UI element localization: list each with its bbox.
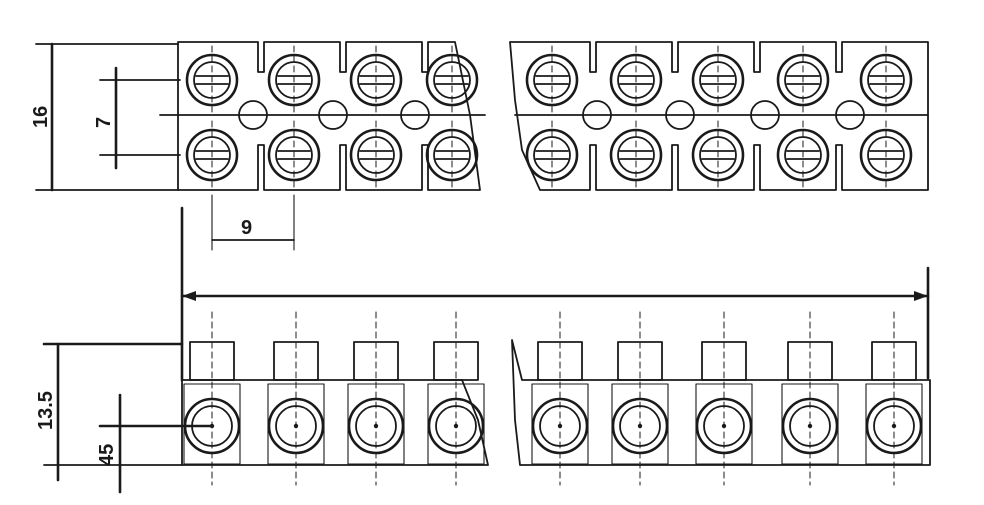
dim-13-5-label: 13.5 — [35, 391, 57, 430]
dim-7-label: 7 — [93, 117, 115, 128]
bridge-hole-icon — [665, 100, 695, 130]
dim-9-label: 9 — [241, 217, 252, 239]
dimension-lines: 16 7 9 13.5 45 — [30, 42, 930, 494]
screw-outer-ring — [609, 53, 663, 107]
dim-overall-arrow-left — [182, 291, 196, 301]
screw-outer-ring — [267, 53, 321, 107]
bridge-hole-icon — [750, 100, 780, 130]
screw-outer-ring — [425, 53, 479, 107]
bridge-hole-icon — [582, 100, 612, 130]
screw-outer-ring — [185, 128, 239, 182]
side-view-terminals — [183, 311, 923, 486]
bridge-hole-icon — [318, 100, 348, 130]
top-view-left-outline — [177, 41, 481, 191]
bridge-hole-icon — [400, 100, 430, 130]
dim-16-label: 16 — [30, 106, 52, 128]
screw-outer-ring — [776, 53, 830, 107]
screw-outer-ring — [185, 53, 239, 107]
side-view-right-outline — [511, 339, 931, 466]
top-view-right-outline — [509, 41, 929, 191]
screw-outer-ring — [525, 53, 579, 107]
side-view — [181, 311, 931, 486]
screw-outer-ring — [691, 128, 745, 182]
screw-outer-ring — [776, 128, 830, 182]
screw-outer-ring — [349, 128, 403, 182]
side-view-left-outline — [181, 379, 489, 466]
bridge-hole-icon — [238, 100, 268, 130]
top-view-screws — [185, 45, 913, 190]
screw-outer-ring — [525, 128, 579, 182]
dim-overall-arrow-right — [914, 291, 928, 301]
screw-outer-ring — [859, 128, 913, 182]
screw-outer-ring — [609, 128, 663, 182]
screw-outer-ring — [349, 53, 403, 107]
dim-45-label: 45 — [96, 444, 118, 466]
screw-outer-ring — [859, 53, 913, 107]
screw-outer-ring — [425, 128, 479, 182]
top-view — [159, 41, 929, 191]
screw-outer-ring — [691, 53, 745, 107]
screw-outer-ring — [267, 128, 321, 182]
bridge-hole-icon — [835, 100, 865, 130]
